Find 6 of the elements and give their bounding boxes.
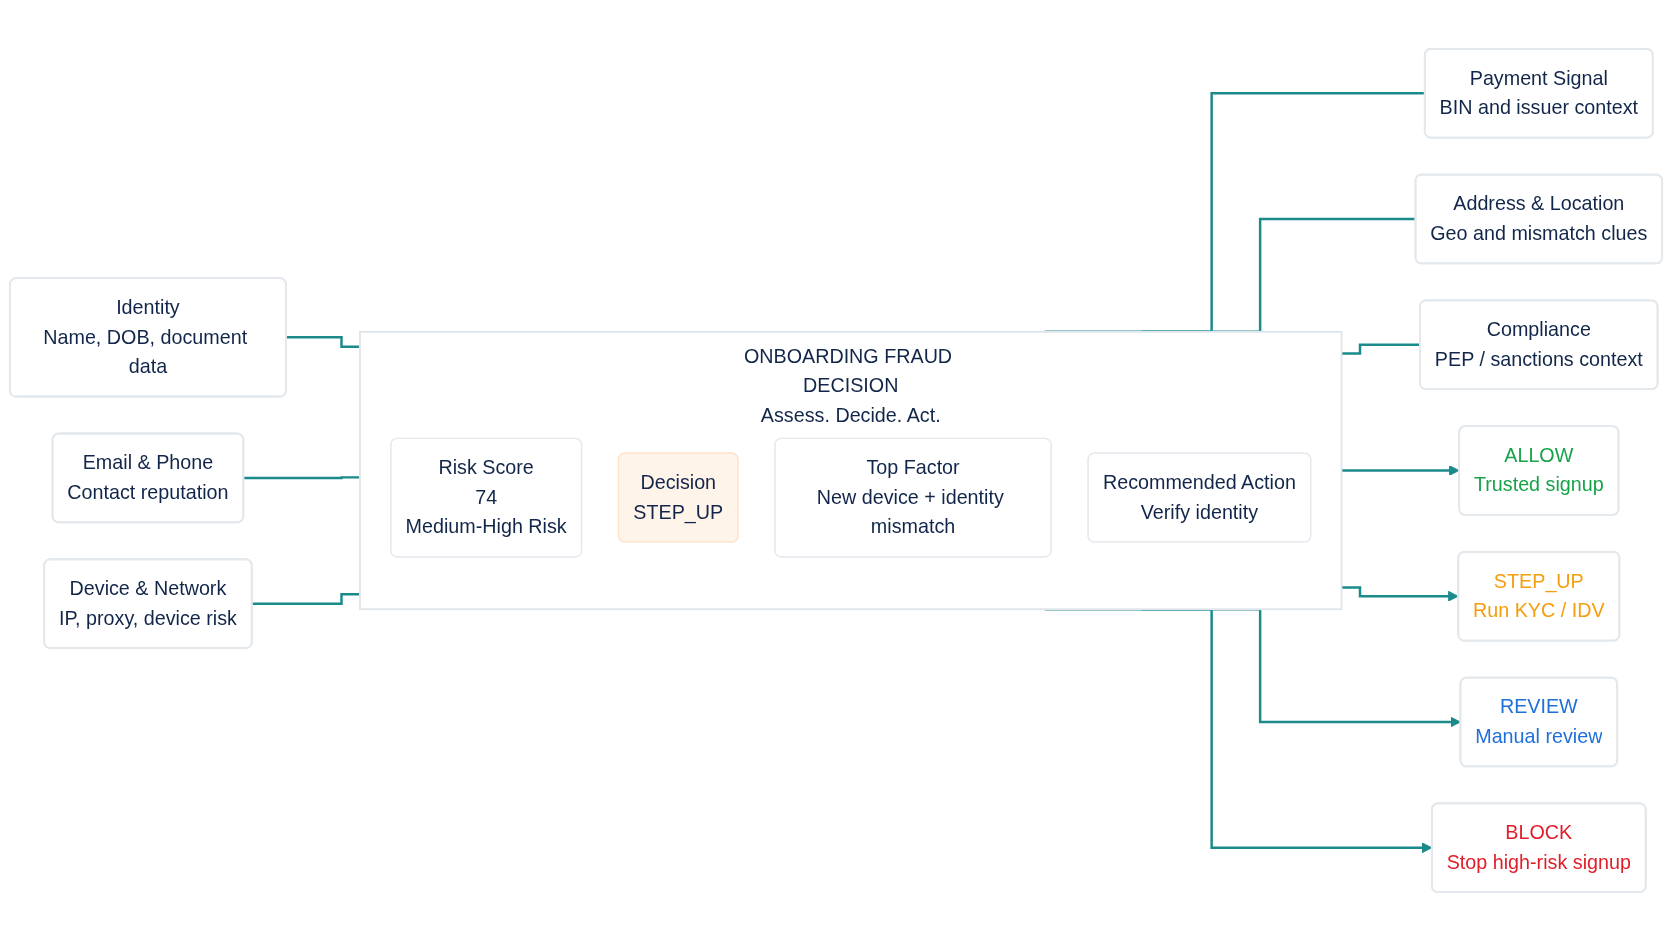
connector [286, 336, 360, 348]
connector [251, 593, 360, 605]
connector [243, 476, 360, 480]
arrow [1341, 586, 1459, 602]
connector [1341, 343, 1421, 355]
arrow [1341, 465, 1460, 476]
